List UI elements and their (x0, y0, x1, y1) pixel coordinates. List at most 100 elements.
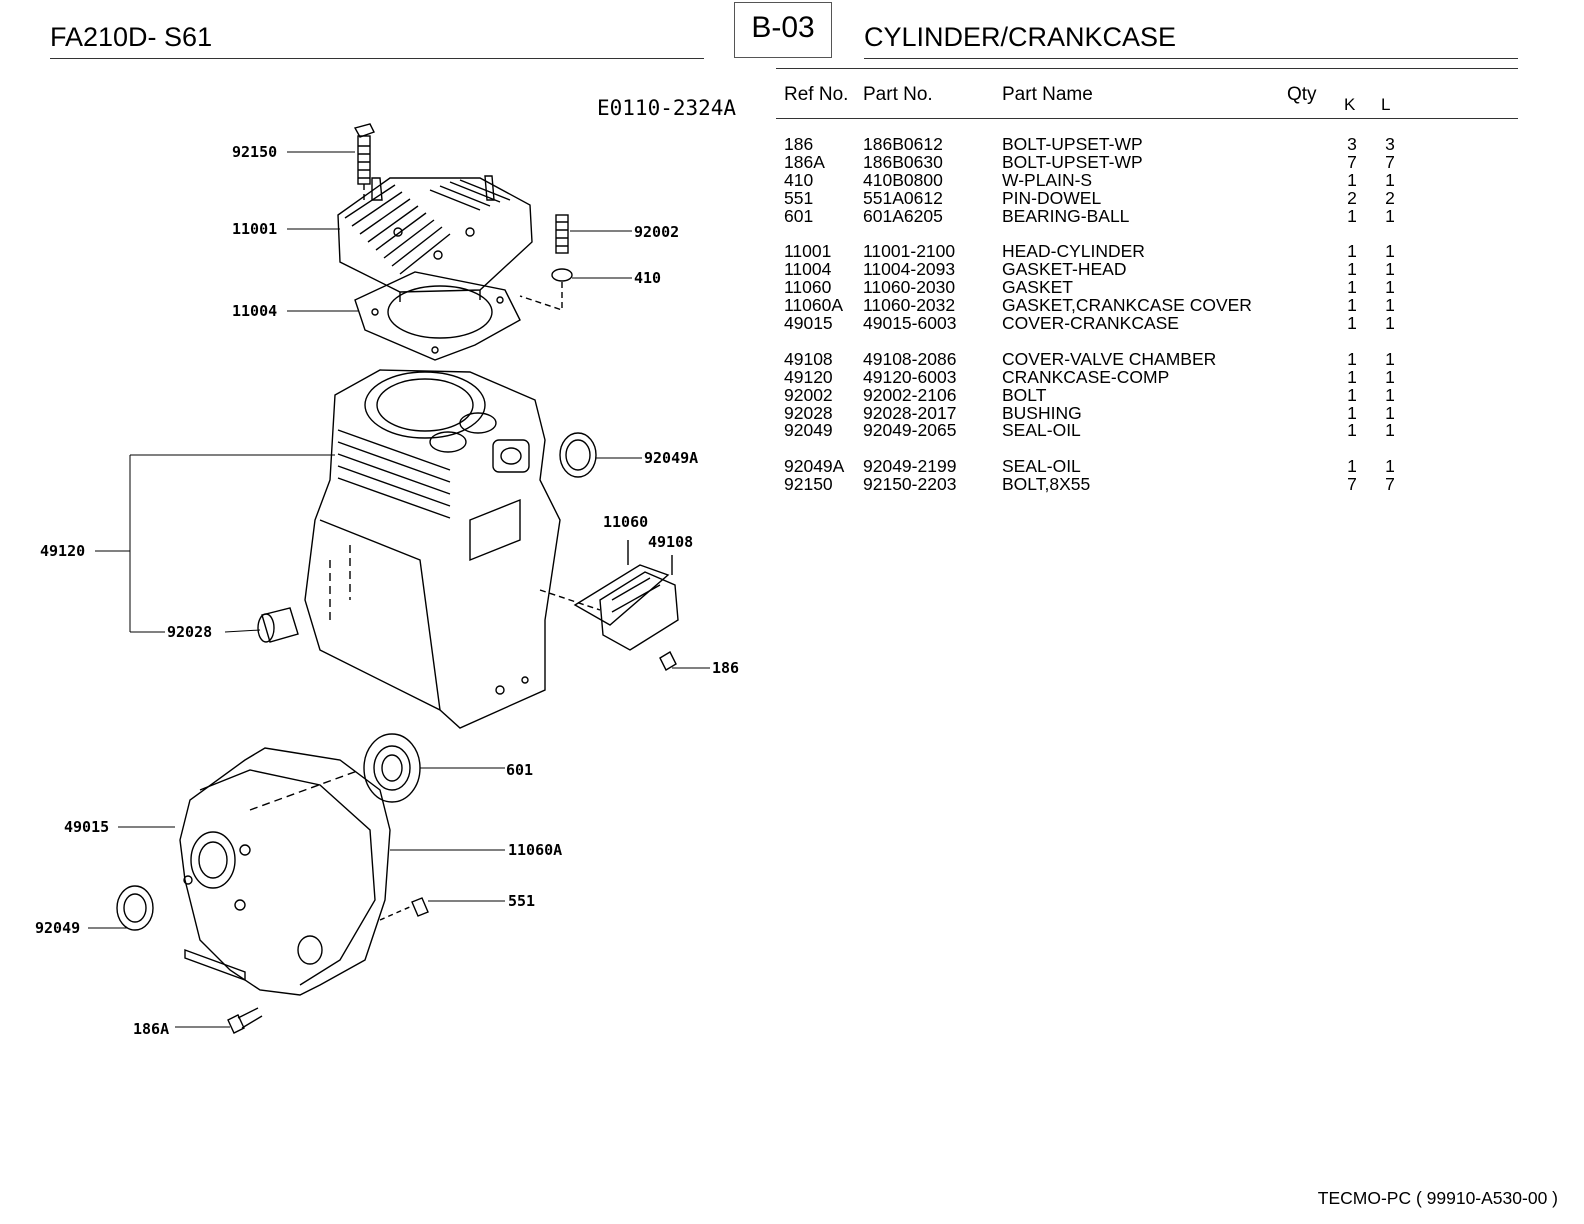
qty-l-cell: 1 (1385, 277, 1395, 298)
drawing-code: E0110-2324A (597, 96, 737, 120)
ref-no-cell: 186 (784, 134, 814, 154)
qty-k-cell: 1 (1347, 366, 1357, 387)
qty-k-cell: 1 (1347, 420, 1357, 441)
part-name-cell: BOLT-UPSET-WP (1002, 134, 1143, 154)
part-name-cell: GASKET-HEAD (1002, 259, 1127, 280)
qty-l-cell: 1 (1385, 348, 1395, 369)
qty-l-cell: 1 (1385, 420, 1395, 441)
qty-l-cell: 1 (1385, 313, 1395, 333)
part-no-cell: 11060-2032 (863, 295, 956, 316)
callout-label: 186A (133, 1020, 169, 1038)
ref-no-cell: 92049 (784, 420, 833, 441)
part-name-cell: SEAL-OIL (1002, 420, 1081, 441)
seal-92049-drawing (116, 885, 154, 931)
part-name-cell: BOLT (1002, 384, 1047, 405)
model-title: FA210D- S61 (50, 22, 213, 52)
col-header-name: Part Name (1002, 84, 1093, 105)
bolt-186A-drawing (227, 1007, 263, 1034)
crankcase-cover-drawing (179, 747, 391, 996)
header-rule-right (864, 58, 1518, 59)
part-name-cell: SEAL-OIL (1002, 456, 1081, 477)
qty-l-cell: 1 (1385, 169, 1395, 190)
ref-no-cell: 49108 (784, 348, 833, 369)
part-no-cell: 49015-6003 (863, 313, 957, 333)
bolt-92150-drawing (353, 123, 375, 200)
qty-l-cell: 1 (1385, 366, 1395, 387)
part-name-cell: BEARING-BALL (1002, 205, 1130, 226)
footer-reference: TECMO-PC ( 99910-A530-00 ) (1317, 1188, 1558, 1208)
qty-k-cell: 2 (1347, 187, 1357, 208)
callout-label: 92028 (167, 623, 212, 641)
cylinder-head-drawing (337, 175, 533, 302)
part-name-cell: BOLT,8X55 (1002, 474, 1091, 495)
col-header-k: K (1344, 95, 1356, 114)
qty-k-cell: 1 (1347, 259, 1357, 280)
callout-label: 11001 (232, 220, 277, 238)
part-name-cell: GASKET (1002, 277, 1073, 298)
qty-l-cell: 2 (1385, 187, 1395, 208)
bolt-92002-drawing (519, 214, 573, 311)
qty-k-cell: 7 (1347, 474, 1357, 495)
ref-no-cell: 92028 (784, 402, 833, 423)
part-no-cell: 49108-2086 (863, 348, 957, 369)
ref-no-cell: 49015 (784, 313, 833, 333)
part-name-cell: W-PLAIN-S (1002, 169, 1093, 190)
seal-92049A-drawing (559, 432, 597, 478)
col-header-l: L (1381, 95, 1391, 114)
callout-label: 410 (634, 269, 661, 287)
part-name-cell: BUSHING (1002, 402, 1082, 423)
ref-no-cell: 410 (784, 169, 814, 190)
callout-label: 49015 (64, 818, 109, 836)
part-no-cell: 92049-2199 (863, 456, 957, 477)
ref-no-cell: 11060A (784, 295, 844, 316)
ref-no-cell: 92049A (784, 456, 845, 477)
qty-l-cell: 7 (1385, 474, 1395, 495)
dowel-551-drawing (379, 897, 429, 921)
qty-k-cell: 3 (1347, 134, 1357, 154)
qty-l-cell: 1 (1385, 259, 1395, 280)
part-no-cell: 410B0800 (863, 169, 943, 190)
ref-no-cell: 186A (784, 151, 825, 172)
qty-k-cell: 1 (1347, 277, 1357, 298)
col-header-qty: Qty (1287, 84, 1317, 105)
callout-label: 11060A (508, 841, 562, 859)
part-name-cell: GASKET,CRANKCASE COVER (1002, 295, 1252, 316)
qty-l-cell: 1 (1385, 384, 1395, 405)
header-rule-left (50, 58, 704, 59)
part-name-cell: COVER-VALVE CHAMBER (1002, 348, 1217, 369)
valve-cover-drawing (539, 540, 679, 671)
qty-k-cell: 1 (1347, 169, 1357, 190)
part-name-cell: COVER-CRANKCASE (1002, 313, 1179, 333)
ref-no-cell: 92002 (784, 384, 833, 405)
qty-k-cell: 1 (1347, 241, 1357, 262)
qty-k-cell: 1 (1347, 295, 1357, 316)
qty-k-cell: 1 (1347, 205, 1357, 226)
section-code-box: B-03 (734, 2, 832, 58)
qty-l-cell: 1 (1385, 295, 1395, 316)
callout-label: 49120 (40, 542, 85, 560)
col-header-ref: Ref No. (784, 84, 849, 105)
callout-label: 551 (508, 892, 535, 910)
qty-l-cell: 3 (1385, 134, 1395, 154)
qty-k-cell: 1 (1347, 456, 1357, 477)
ref-no-cell: 49120 (784, 366, 833, 387)
callout-labels: 92150 11001 92002 410 11004 92049A 11060… (35, 143, 739, 1038)
qty-l-cell: 1 (1385, 456, 1395, 477)
qty-l-cell: 1 (1385, 241, 1395, 262)
col-header-part: Part No. (863, 84, 933, 105)
qty-k-cell: 1 (1347, 402, 1357, 423)
head-gasket-drawing (354, 271, 521, 361)
part-no-cell: 11004-2093 (863, 259, 956, 280)
part-no-cell: 601A6205 (863, 205, 943, 226)
callout-label: 92002 (634, 223, 679, 241)
ref-no-cell: 92150 (784, 474, 833, 495)
part-no-cell: 551A0612 (863, 187, 943, 208)
crankcase-drawing (304, 369, 561, 729)
part-no-cell: 92049-2065 (863, 420, 957, 441)
section-title: CYLINDER/CRANKCASE (864, 22, 1177, 52)
callout-label: 92049A (644, 449, 698, 467)
part-no-cell: 92002-2106 (863, 384, 957, 405)
leader-lines (88, 151, 710, 1028)
part-name-cell: PIN-DOWEL (1002, 187, 1102, 208)
callout-label: 11060 (603, 513, 648, 531)
